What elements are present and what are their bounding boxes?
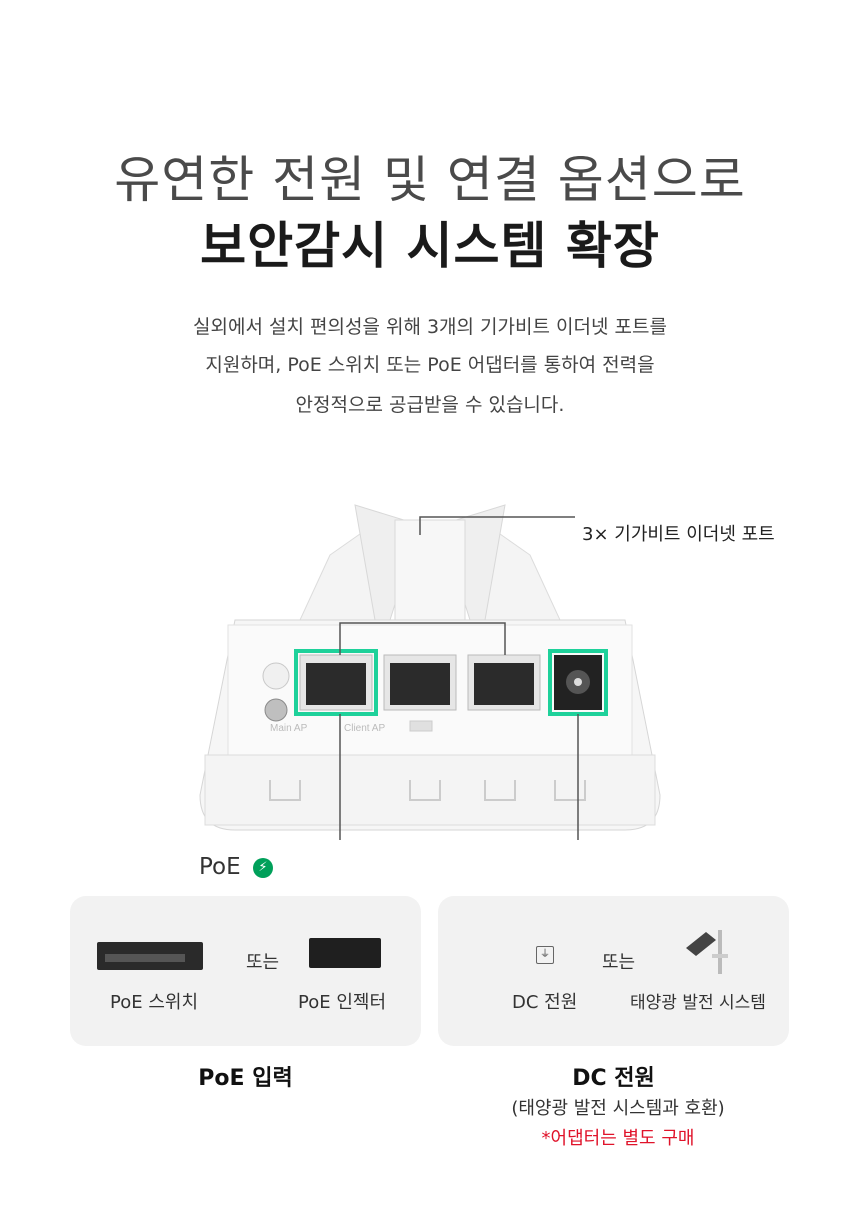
ethernet-port-1 [299, 654, 373, 711]
description-line3: 안정적으로 공급받을 수 있습니다. [295, 394, 565, 416]
solar-panel-icon [686, 930, 728, 974]
poe-input-title: PoE 입력 [198, 1066, 293, 1091]
switch-label-main-ap: Main AP [270, 723, 308, 734]
ethernet-port-2 [383, 654, 457, 711]
poe-switch-image [97, 942, 203, 970]
dc-jack [554, 655, 602, 710]
dc-power-caption: DC 전원 [512, 992, 578, 1013]
poe-injector-caption: PoE 인젝터 [298, 992, 386, 1013]
poe-panel: 또는 PoE 스위치 PoE 인젝터 [70, 896, 421, 1046]
power-outlet-icon: ⏚ [536, 946, 554, 964]
page-title-line2: 보안감시 시스템 확장 [200, 217, 660, 275]
ethernet-port-3 [467, 654, 541, 711]
description-line1: 실외에서 설치 편의성을 위해 3개의 기가비트 이더넷 포트를 [193, 316, 667, 338]
poe-injector-image [309, 938, 381, 968]
poe-or: 또는 [246, 952, 280, 973]
adapter-note: *어댑터는 별도 구매 [541, 1128, 695, 1149]
lightning-icon: ⚡ [253, 858, 273, 878]
description-line2: 지원하며, PoE 스위치 또는 PoE 어댑터를 통하여 전력을 [205, 354, 655, 376]
device-illustration: Main AP Client AP [199, 504, 661, 840]
dc-power-title: DC 전원 [572, 1066, 655, 1091]
poe-label: PoE [199, 854, 241, 880]
poe-switch-caption: PoE 스위치 [110, 992, 198, 1013]
solar-system-caption: 태양광 발전 시스템 [630, 993, 766, 1013]
dc-power-subtitle: (태양광 발전 시스템과 호환) [511, 1098, 725, 1119]
switch-label-client-ap: Client AP [344, 723, 385, 734]
dc-or: 또는 [602, 952, 636, 973]
ethernet-ports-callout: 3× 기가비트 이더넷 포트 [582, 524, 775, 545]
dc-panel: ⏚ 또는 DC 전원 태양광 발전 시스템 [438, 896, 789, 1046]
page-title-line1: 유연한 전원 및 연결 옵션으로 [114, 151, 746, 209]
